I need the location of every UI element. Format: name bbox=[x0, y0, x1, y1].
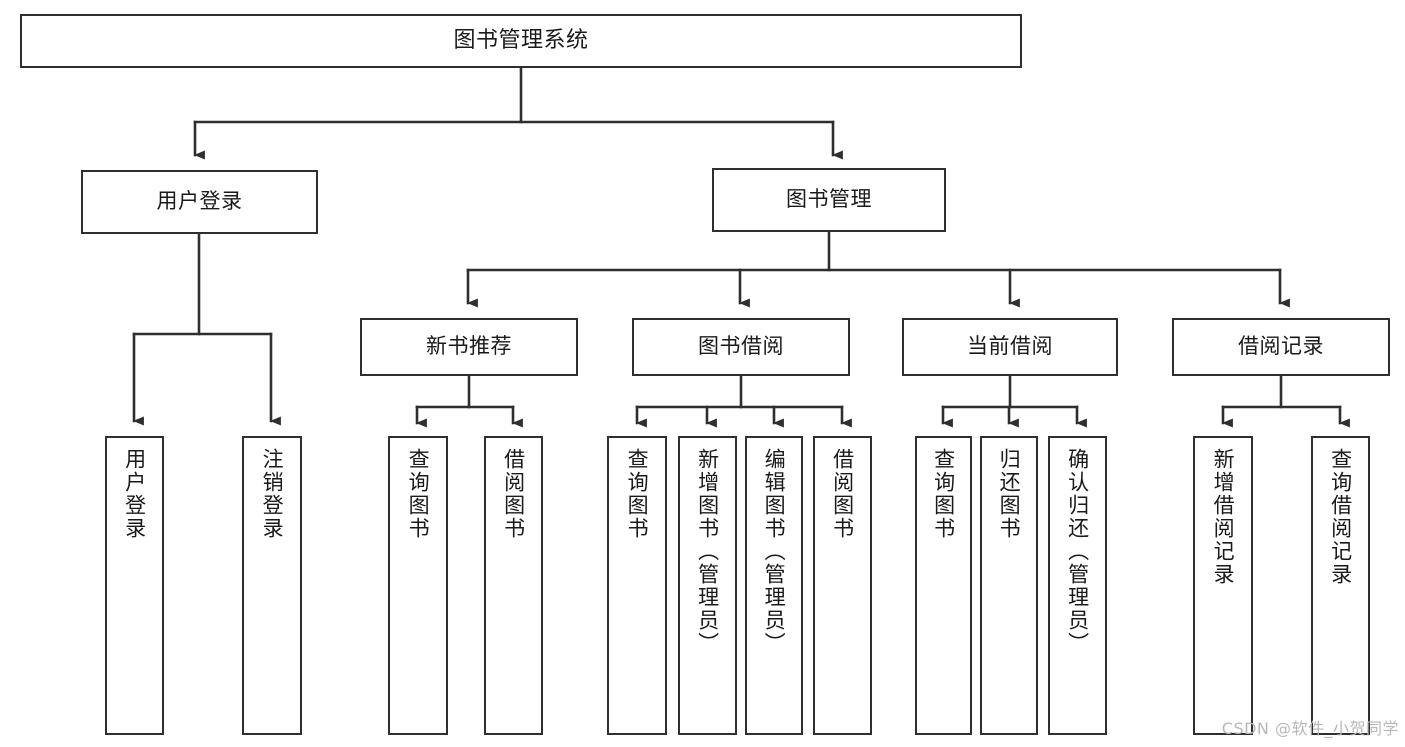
node-leaf-query-book-borrow-label: 查询图书 bbox=[625, 448, 650, 540]
node-leaf-edit-book-admin[interactable]: 编辑图书（管理员） bbox=[745, 436, 803, 735]
node-current-borrow[interactable]: 当前借阅 bbox=[902, 318, 1118, 376]
node-book-borrow-label: 图书借阅 bbox=[698, 334, 784, 359]
node-borrow-record-label: 借阅记录 bbox=[1238, 334, 1324, 359]
node-leaf-query-book-recommend-label: 查询图书 bbox=[406, 448, 431, 540]
node-leaf-return-book-label: 归还图书 bbox=[997, 448, 1022, 540]
node-new-book-recommend-label: 新书推荐 bbox=[426, 334, 512, 359]
node-leaf-user-login[interactable]: 用户登录 bbox=[105, 436, 164, 735]
node-leaf-add-book-admin-label: 新增图书（管理员） bbox=[695, 448, 720, 655]
node-leaf-add-borrow-record-label: 新增借阅记录 bbox=[1211, 448, 1236, 586]
node-leaf-logout-label: 注销登录 bbox=[260, 448, 285, 540]
node-book-management-label: 图书管理 bbox=[786, 187, 872, 212]
node-leaf-add-book-admin[interactable]: 新增图书（管理员） bbox=[678, 436, 737, 735]
node-leaf-user-login-label: 用户登录 bbox=[122, 448, 147, 540]
node-leaf-return-book[interactable]: 归还图书 bbox=[980, 436, 1038, 735]
node-leaf-confirm-return-admin[interactable]: 确认归还（管理员） bbox=[1048, 436, 1107, 735]
node-leaf-add-borrow-record[interactable]: 新增借阅记录 bbox=[1193, 436, 1253, 735]
node-book-management[interactable]: 图书管理 bbox=[712, 168, 946, 232]
csdn-watermark: CSDN @软件_小贺同学 bbox=[1221, 719, 1399, 738]
node-leaf-query-borrow-record[interactable]: 查询借阅记录 bbox=[1311, 436, 1370, 735]
node-leaf-logout[interactable]: 注销登录 bbox=[242, 436, 302, 735]
node-leaf-borrow-book[interactable]: 借阅图书 bbox=[813, 436, 872, 735]
node-book-borrow[interactable]: 图书借阅 bbox=[632, 318, 850, 376]
node-root-label: 图书管理系统 bbox=[453, 27, 589, 53]
node-leaf-query-book-current[interactable]: 查询图书 bbox=[915, 436, 972, 735]
node-user-login[interactable]: 用户登录 bbox=[81, 170, 318, 234]
node-user-login-label: 用户登录 bbox=[156, 189, 243, 214]
node-leaf-query-book-current-label: 查询图书 bbox=[931, 448, 956, 540]
node-leaf-query-borrow-record-label: 查询借阅记录 bbox=[1328, 448, 1353, 586]
node-leaf-edit-book-admin-label: 编辑图书（管理员） bbox=[762, 448, 787, 655]
node-leaf-query-book-borrow[interactable]: 查询图书 bbox=[607, 436, 667, 735]
node-leaf-borrow-book-label: 借阅图书 bbox=[830, 448, 855, 540]
node-new-book-recommend[interactable]: 新书推荐 bbox=[360, 318, 578, 376]
node-current-borrow-label: 当前借阅 bbox=[967, 334, 1053, 359]
node-root[interactable]: 图书管理系统 bbox=[20, 14, 1022, 68]
node-leaf-confirm-return-admin-label: 确认归还（管理员） bbox=[1065, 448, 1090, 655]
node-leaf-query-book-recommend[interactable]: 查询图书 bbox=[388, 436, 448, 735]
node-leaf-borrow-book-recommend[interactable]: 借阅图书 bbox=[484, 436, 543, 735]
node-leaf-borrow-book-recommend-label: 借阅图书 bbox=[501, 448, 526, 540]
node-borrow-record[interactable]: 借阅记录 bbox=[1172, 318, 1390, 376]
